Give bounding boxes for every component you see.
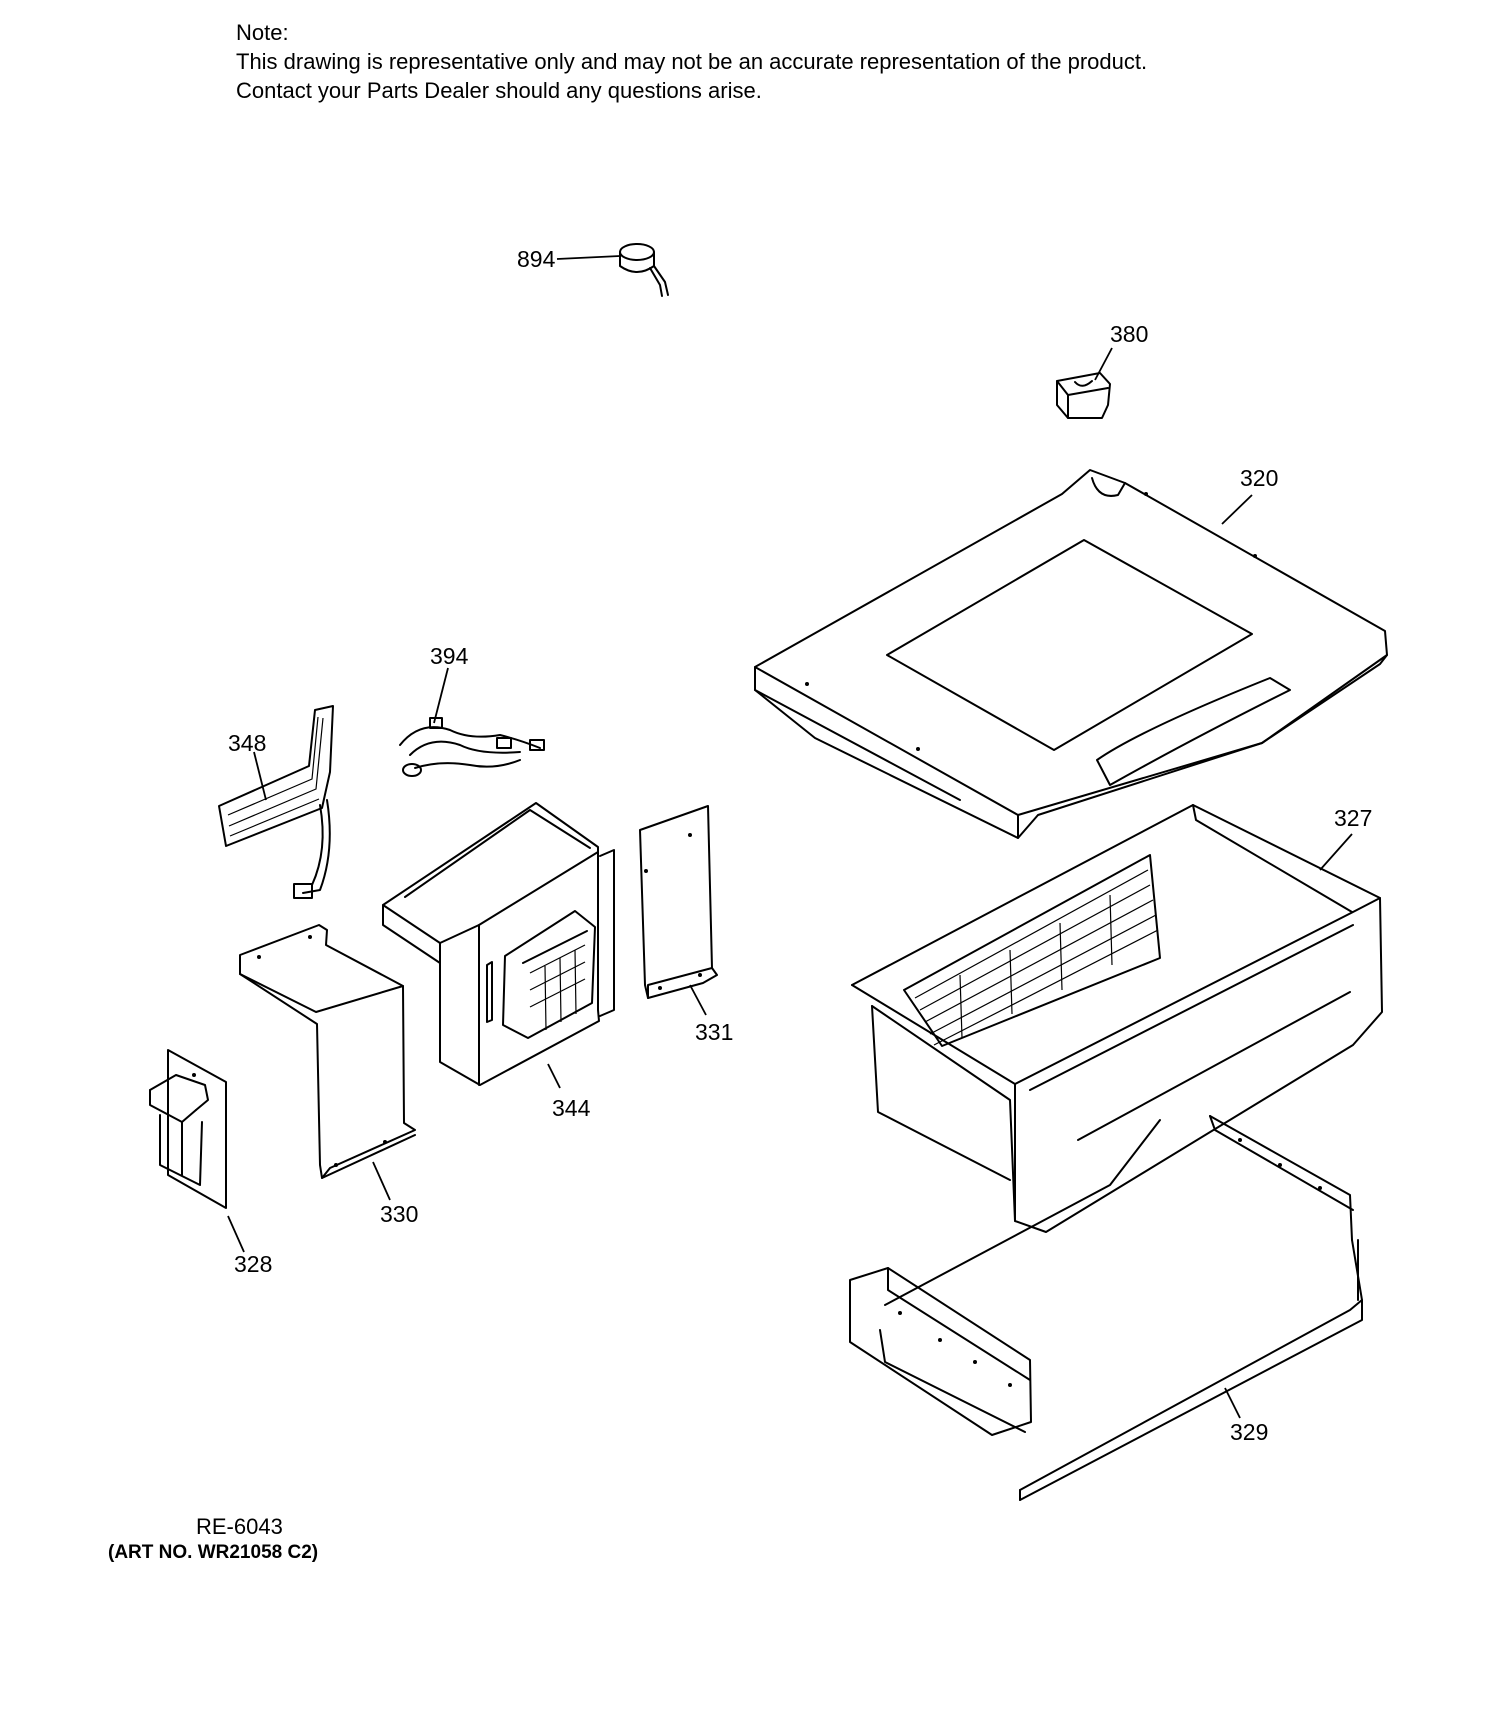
callout-380: 380 xyxy=(1110,321,1148,347)
callout-330: 330 xyxy=(380,1201,418,1227)
part-331-panel xyxy=(639,805,718,1016)
part-329-rail-frame xyxy=(849,1115,1363,1501)
callout-894: 894 xyxy=(517,246,556,272)
art-number: (ART NO. WR21058 C2) xyxy=(108,1542,319,1563)
callout-331: 331 xyxy=(695,1019,733,1045)
part-327-pan xyxy=(851,804,1383,1233)
callout-320: 320 xyxy=(1240,465,1278,491)
part-344-housing xyxy=(382,802,615,1089)
part-328-damper xyxy=(149,1049,245,1253)
callout-327: 327 xyxy=(1334,805,1372,831)
callout-329: 329 xyxy=(1230,1419,1268,1445)
callout-344: 344 xyxy=(552,1095,591,1121)
callout-394: 394 xyxy=(430,643,469,669)
part-348-heater xyxy=(218,705,334,899)
note-line-1: This drawing is representative only and … xyxy=(236,49,1148,74)
note-line-2: Contact your Parts Dealer should any que… xyxy=(236,78,762,103)
part-380-cap xyxy=(1056,347,1113,419)
part-894-sensor xyxy=(556,243,669,297)
note-heading: Note: xyxy=(236,20,289,45)
callout-328: 328 xyxy=(234,1251,272,1277)
part-330-cover xyxy=(239,924,416,1201)
disclaimer-note: Note: This drawing is representative onl… xyxy=(236,18,1147,105)
reference-number: RE-6043 xyxy=(196,1514,283,1539)
part-394-wire-harness xyxy=(399,667,545,777)
callout-348: 348 xyxy=(228,730,266,756)
part-320-top-cover xyxy=(754,469,1388,839)
